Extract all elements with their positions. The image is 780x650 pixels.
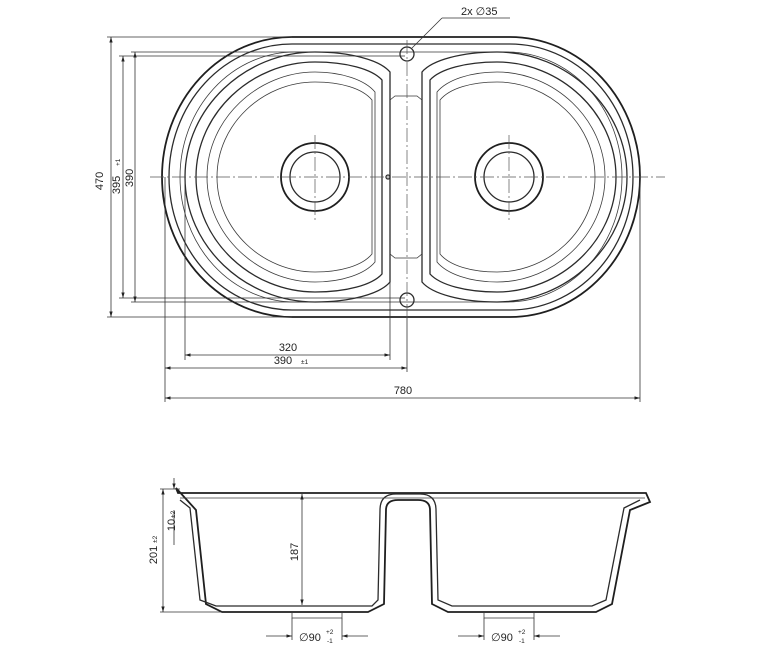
holes-leader-line <box>411 17 443 49</box>
overflow-indicator <box>385 174 391 180</box>
dim-height-inner: 390 <box>124 169 136 187</box>
sink-rim-line <box>168 43 634 311</box>
right-bowl-outline <box>421 51 628 303</box>
drain-right-diameter: ∅90 <box>491 632 513 644</box>
drain-left-diameter: ∅90 <box>299 632 321 644</box>
dim-bowl-width: 320 <box>279 342 297 354</box>
left-drain-profile <box>291 612 343 619</box>
top-view: 2x ∅35 470 395 +1 390 320 390 ±1 780 <box>94 6 665 402</box>
dim-bowl-spacing: 390 <box>274 355 292 367</box>
right-bowl-inner-2 <box>436 71 606 283</box>
dim-height-outer: 470 <box>94 172 106 190</box>
dim-rim: 10 <box>166 519 178 531</box>
drain-right-tol-top: +2 <box>518 629 526 636</box>
drain-left-tol-top: +2 <box>326 629 334 636</box>
dim-total-depth-tolerance: ±2 <box>152 535 159 543</box>
dim-total-depth: 201 <box>148 546 160 564</box>
dim-bowl-spacing-tolerance: ±1 <box>301 359 309 366</box>
dim-height-mid: 395 <box>111 176 123 194</box>
dim-height-mid-tolerance: +1 <box>115 158 122 166</box>
holes-label: 2x ∅35 <box>461 6 498 18</box>
dim-bowl-depth: 187 <box>289 543 301 561</box>
drain-left-tol-bottom: -1 <box>327 638 333 645</box>
drain-right-tol-bottom: -1 <box>519 638 525 645</box>
sink-outer-outline <box>161 36 641 318</box>
side-view: 201 ±2 10 ±2 187 ∅90 +2 -1 ∅90 +2 -1 <box>148 478 652 645</box>
dim-total-width: 780 <box>394 385 412 397</box>
center-divider <box>389 95 423 259</box>
right-drain-profile <box>483 612 535 619</box>
right-bowl-inner-1 <box>429 61 617 293</box>
side-profile-inner <box>179 493 641 607</box>
dim-rim-tolerance: ±2 <box>170 510 177 518</box>
side-profile-outer <box>175 487 652 613</box>
